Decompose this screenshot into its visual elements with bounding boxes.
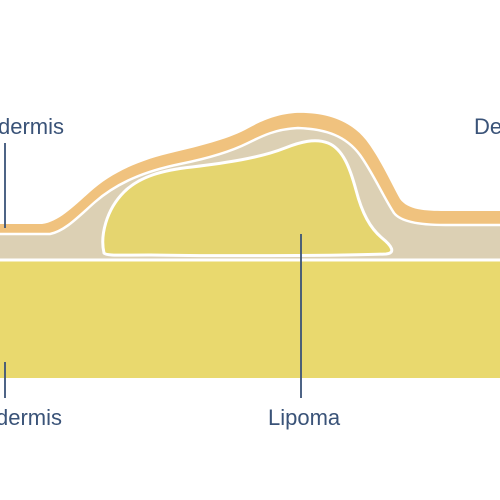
epidermis-label: De bbox=[474, 114, 500, 139]
lipoma-label: Lipoma bbox=[268, 405, 341, 430]
epidermis-dermis-boundary bbox=[0, 126, 500, 236]
lipoma-mass bbox=[101, 139, 394, 258]
hypodermis-label: dermis bbox=[0, 405, 63, 430]
dermis-label: dermis bbox=[0, 114, 65, 139]
subcutis-layer bbox=[0, 260, 500, 378]
